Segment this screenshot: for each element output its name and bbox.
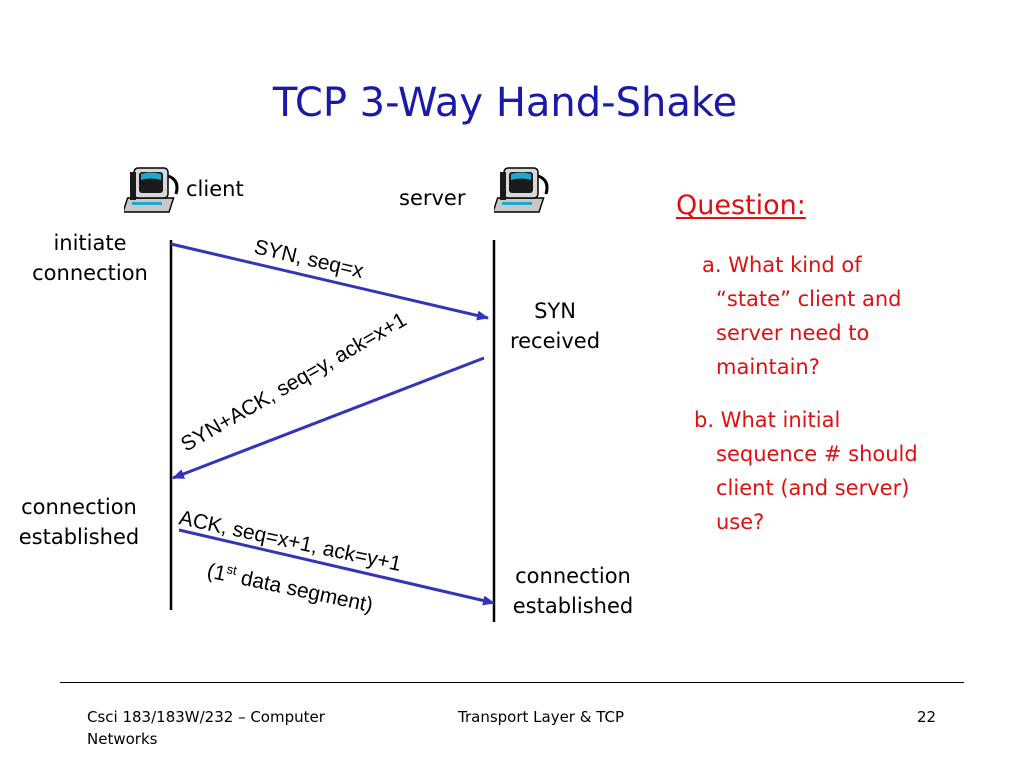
synack-arrow xyxy=(172,356,485,480)
computer-icon xyxy=(124,167,179,213)
footer-topic: Transport Layer & TCP xyxy=(458,708,625,726)
page-number: 22 xyxy=(917,708,937,726)
server-established-label: connection established xyxy=(512,564,634,618)
client-initiate-label: initiate connection xyxy=(32,231,148,285)
server-label: server xyxy=(399,186,466,210)
server-syn-received-label: SYN received xyxy=(509,299,601,353)
question-a: a. What kind of “state” client and serve… xyxy=(702,253,902,379)
synack-label: SYN+ACK, seq=y, ack=x+1 xyxy=(177,308,411,456)
question-heading: Question: xyxy=(676,190,806,221)
question-b: b. What initial sequence # should client… xyxy=(694,408,918,534)
client-label: client xyxy=(186,177,244,201)
footer-course: Csci 183/183W/232 – Computer Networks xyxy=(87,708,325,748)
ack-note: (1st data segment) xyxy=(205,557,375,617)
footer-divider xyxy=(60,682,964,683)
client-established-label: connection established xyxy=(18,495,140,549)
syn-arrow xyxy=(170,242,489,321)
page-title: TCP 3-Way Hand-Shake xyxy=(272,80,738,126)
computer-icon xyxy=(494,167,549,213)
ack-arrow xyxy=(178,528,495,606)
